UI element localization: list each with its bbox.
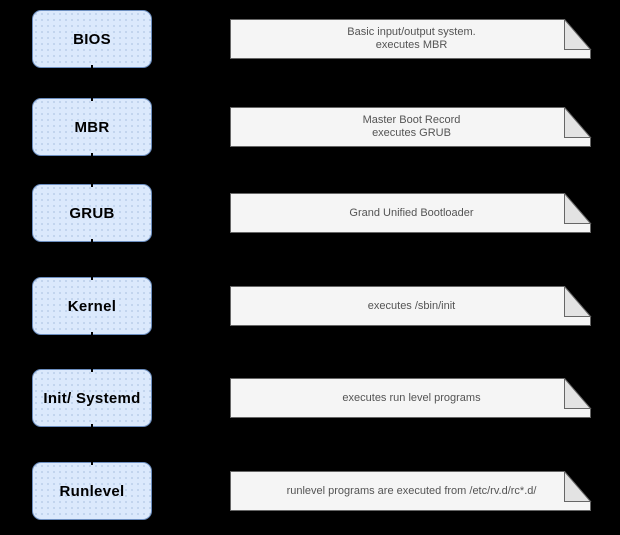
stage-box-mbr: MBR — [32, 98, 152, 156]
note-text-mbr: Master Boot Record executes GRUB — [230, 107, 593, 147]
note-fold-corner-icon — [564, 378, 592, 409]
note-init-systemd: executes run level programs — [230, 378, 593, 418]
note-fold-corner-icon — [564, 19, 592, 50]
note-line: executes GRUB — [372, 127, 451, 139]
note-shape — [230, 107, 592, 147]
note-line: executes MBR — [375, 39, 448, 51]
row-mbr: MBR Master Boot Record executes GRUB — [0, 98, 620, 156]
stage-label-grub: GRUB — [69, 204, 115, 222]
note-text-runlevel: runlevel programs are executed from /etc… — [230, 471, 593, 511]
note-line: executes run level programs — [342, 391, 481, 404]
row-kernel: Kernel executes /sbin/init — [0, 277, 620, 335]
connector-bios-mbr — [91, 65, 93, 101]
note-body — [230, 286, 591, 326]
note-mbr: Master Boot Record executes GRUB — [230, 107, 593, 147]
note-body — [230, 471, 591, 511]
connector-mbr-grub — [91, 153, 93, 187]
stage-label-bios: BIOS — [73, 30, 111, 48]
row-grub: GRUB Grand Unified Bootloader — [0, 184, 620, 242]
note-body — [230, 378, 591, 418]
note-body — [230, 107, 591, 147]
stage-box-kernel: Kernel — [32, 277, 152, 335]
note-text-bios: Basic input/output system. executes MBR — [230, 19, 593, 59]
note-kernel: executes /sbin/init — [230, 286, 593, 326]
stage-box-bios: BIOS — [32, 10, 152, 68]
note-line: runlevel programs are executed from /etc… — [286, 484, 537, 497]
note-text-grub: Grand Unified Bootloader — [230, 193, 593, 233]
note-shape — [230, 19, 592, 59]
note-shape — [230, 193, 592, 233]
note-bios: Basic input/output system. executes MBR — [230, 19, 593, 59]
connector-grub-kernel — [91, 239, 93, 280]
row-bios: BIOS Basic input/output system. executes… — [0, 10, 620, 68]
note-fold-corner-icon — [564, 471, 592, 502]
note-grub: Grand Unified Bootloader — [230, 193, 593, 233]
note-text-kernel: executes /sbin/init — [230, 286, 593, 326]
stage-label-runlevel: Runlevel — [59, 482, 125, 500]
note-line: Master Boot Record — [362, 114, 461, 126]
row-init-systemd: Init/ Systemd executes run level program… — [0, 369, 620, 427]
note-runlevel: runlevel programs are executed from /etc… — [230, 471, 593, 511]
note-line: Grand Unified Bootloader — [349, 206, 474, 219]
row-runlevel: Runlevel runlevel programs are executed … — [0, 462, 620, 520]
note-fold-corner-icon — [564, 286, 592, 317]
connector-kernel-init — [91, 332, 93, 372]
note-text-init-systemd: executes run level programs — [230, 378, 593, 418]
stage-box-runlevel: Runlevel — [32, 462, 152, 520]
note-body — [230, 19, 591, 59]
stage-box-grub: GRUB — [32, 184, 152, 242]
note-fold-corner-icon — [564, 107, 592, 138]
connector-init-runlevel — [91, 424, 93, 465]
note-fold-corner-icon — [564, 193, 592, 224]
note-body — [230, 193, 591, 233]
stage-label-mbr: MBR — [74, 118, 110, 136]
stage-box-init-systemd: Init/ Systemd — [32, 369, 152, 427]
stage-label-init-systemd: Init/ Systemd — [43, 389, 141, 407]
note-shape — [230, 471, 592, 511]
note-shape — [230, 286, 592, 326]
note-shape — [230, 378, 592, 418]
stage-label-kernel: Kernel — [67, 297, 117, 315]
note-line: Basic input/output system. — [347, 26, 476, 38]
note-line: executes /sbin/init — [367, 299, 456, 312]
